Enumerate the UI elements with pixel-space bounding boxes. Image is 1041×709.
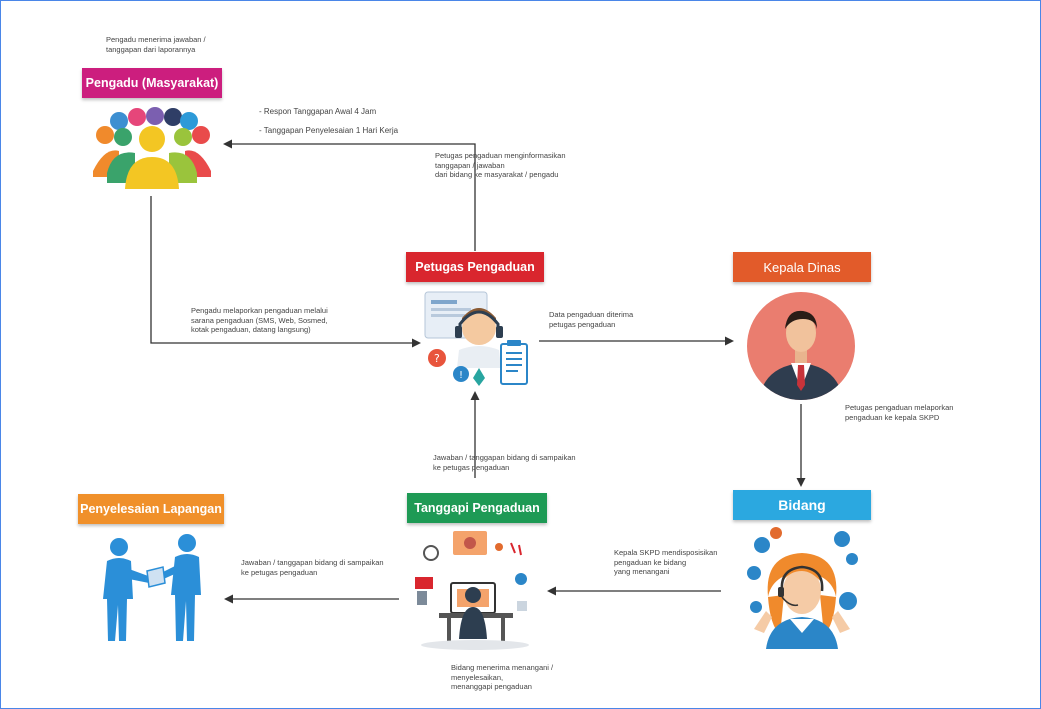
note-respon-1: - Respon Tanggapan Awal 4 Jam <box>259 107 377 116</box>
note-pengadu-report: Pengadu melaporkan pengaduan melalui sar… <box>191 306 328 334</box>
note-respon-2: - Tanggapan Penyelesaian 1 Hari Kerja <box>259 126 399 135</box>
note-petugas-inform: Petugas pengaduan menginformasikan tangg… <box>435 151 566 179</box>
arrow-petugas-to-pengadu <box>223 139 476 251</box>
node-petugas: Petugas Pengaduan <box>406 252 544 282</box>
note-bidang-menerima: Bidang menerima menangani / menyelesaika… <box>451 663 554 691</box>
node-penyelesaian: Penyelesaian Lapangan <box>78 494 224 524</box>
note-lapor-kepala: Petugas pengaduan melaporkan pengaduan k… <box>845 403 954 422</box>
node-bidang: Bidang <box>733 490 871 520</box>
staff-at-computer-icon <box>415 531 529 650</box>
svg-text:!: ! <box>459 370 463 381</box>
note-kepala-disposisi: Kepala SKPD mendisposisikan pengaduan ke… <box>614 548 718 576</box>
people-group-icon <box>93 107 211 189</box>
note-jawaban-bidang: Jawaban / tanggapan bidang di sampaikan … <box>433 453 576 472</box>
note-jawaban-left: Jawaban / tanggapan bidang di sampaikan … <box>241 558 384 577</box>
note-data-diterima: Data pengaduan diterima petugas pengadua… <box>549 310 634 329</box>
node-tanggapi: Tanggapi Pengaduan <box>407 493 547 523</box>
head-of-office-icon <box>747 292 855 400</box>
svg-text:?: ? <box>434 352 440 365</box>
complaint-officer-icon: ? ! <box>424 291 528 386</box>
node-kepala: Kepala Dinas <box>733 252 871 282</box>
node-pengadu: Pengadu (Masyarakat) <box>82 68 222 98</box>
arrow-pengadu-to-petugas <box>150 196 421 348</box>
field-handover-icon <box>103 534 201 641</box>
note-pengadu-receive: Pengadu menerima jawaban / tanggapan dar… <box>106 35 206 54</box>
division-staff-icon <box>747 527 858 649</box>
